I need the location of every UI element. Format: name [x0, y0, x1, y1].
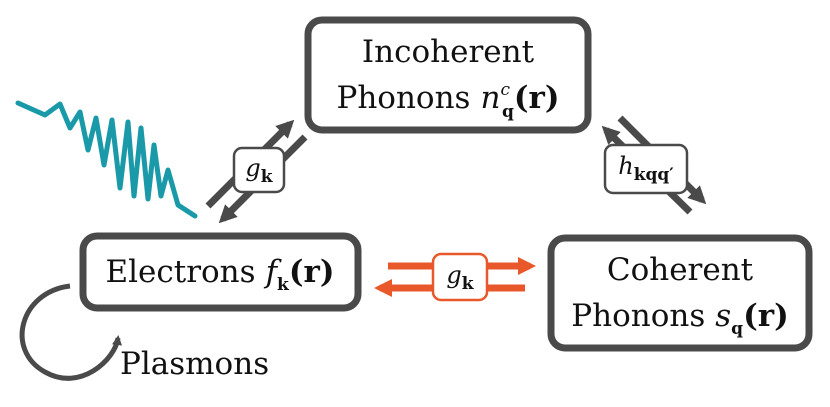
incoherent-superscript: c: [500, 80, 510, 100]
coupling-h-incoherent-coherent: hkqq′: [603, 143, 689, 195]
coherent-phonons-node: Coherent Phonons sq(r): [547, 234, 813, 352]
light-wave-icon: [15, 100, 198, 219]
incoherent-symbol: n: [480, 80, 500, 116]
plasmons-loop-arrow: [19, 283, 122, 381]
coupling-g-symbol: g: [245, 154, 260, 182]
coupling-h-symbol: h: [618, 152, 633, 180]
coherent-subscript: q: [731, 319, 743, 339]
coherent-phonons-box: [547, 234, 813, 352]
coupling-g-orange-symbol: g: [446, 261, 461, 289]
incoherent-subscript: q: [502, 102, 514, 122]
coupling-g-label: gk: [245, 154, 273, 187]
electrons-subscript: k: [277, 275, 290, 295]
coupling-g-electron-incoherent: gk: [232, 146, 286, 194]
coherent-phonons-label: Phonons: [571, 298, 705, 334]
coherent-phonons-title: Coherent: [607, 252, 754, 288]
coupling-h-label: hkqq′: [618, 152, 674, 185]
incoherent-phonons-box: [304, 16, 592, 134]
electrons-box: [79, 232, 362, 312]
electrons-argument: (r): [289, 254, 335, 290]
coherent-symbol: s: [715, 298, 731, 334]
incoherent-argument: (r): [514, 80, 560, 116]
electrons-label: Electrons: [105, 254, 255, 290]
coupling-g-orange-label: gk: [446, 261, 474, 294]
coupling-h-subscript: kqq′: [634, 165, 675, 185]
coherent-phonons-formula: Phonons sq(r): [571, 298, 788, 339]
coherent-argument: (r): [743, 298, 789, 334]
coupling-g-orange-subscript: k: [462, 274, 475, 294]
plasmons-label: Plasmons: [120, 346, 269, 382]
incoherent-phonons-label: Phonons: [336, 80, 470, 116]
coupling-g-subscript: k: [261, 167, 274, 187]
coupling-g-electron-coherent: gk: [431, 252, 489, 302]
incoherent-phonons-title: Incoherent: [362, 34, 535, 70]
